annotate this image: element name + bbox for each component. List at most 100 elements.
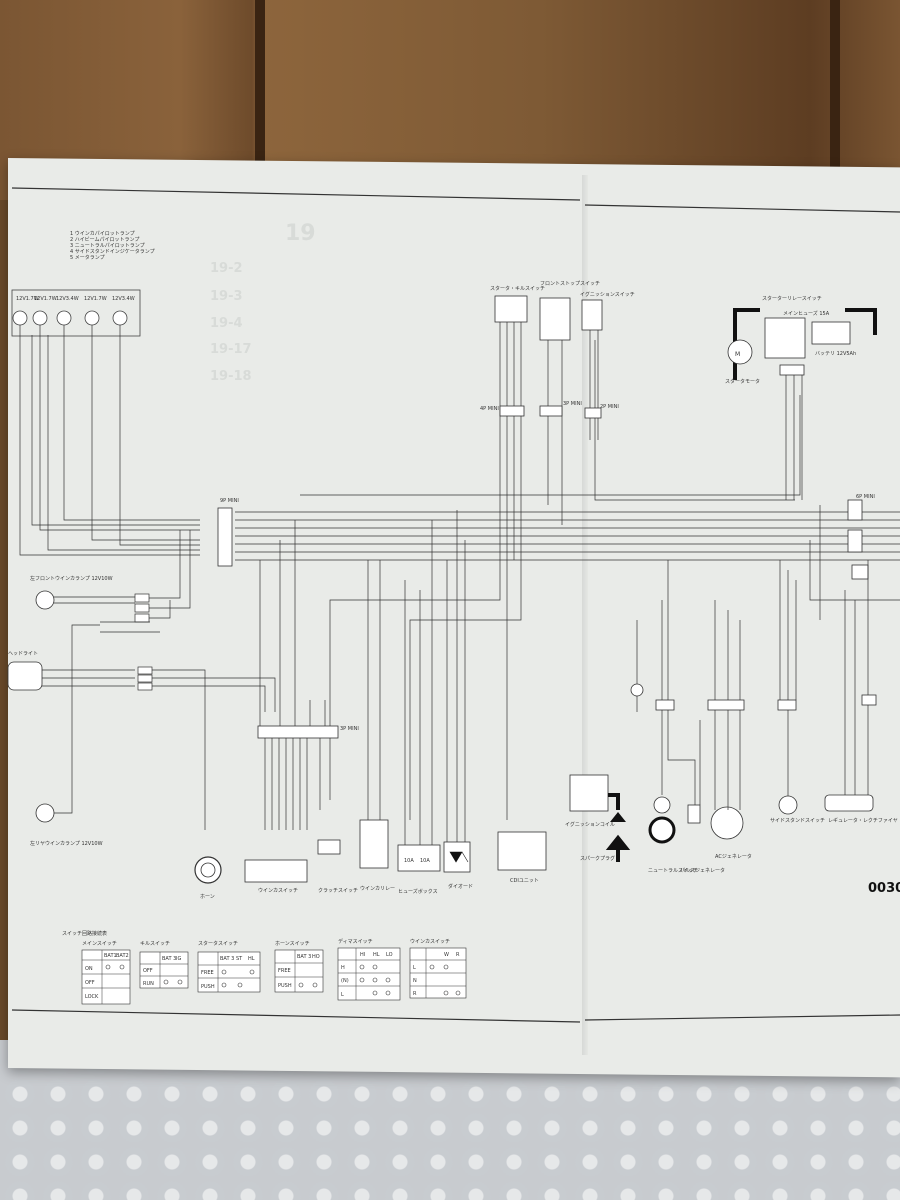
svg-text:キルスイッチ: キルスイッチ: [140, 941, 170, 947]
pulse-generator: パルスジェネレータ: [680, 804, 725, 874]
switch-table-winker: ウインカスイッチ W R L N R: [409, 938, 467, 999]
connector-label: 9P MINI: [220, 498, 239, 504]
svg-text:メインスイッチ: メインスイッチ: [82, 941, 117, 947]
svg-text:OFF: OFF: [143, 968, 153, 974]
component-label: サイドスタンドスイッチ: [770, 817, 825, 824]
connector-9p: 9P MINI: [217, 498, 239, 567]
top-switches: スタータ・キルスイッチ フロントストップスイッチ イグニッションスイッチ: [490, 281, 635, 341]
lamp-rating: 12V3.4W: [112, 296, 135, 302]
meter-lamp-cluster: 12V1.7W 12V1.7W 12V3.4W 12V1.7W 12V3.4W: [11, 289, 141, 337]
ghost-index: 19 19-2 19-3 19-4 19-17 19-18: [210, 221, 316, 384]
svg-text:スタータスイッチ: スタータスイッチ: [198, 940, 238, 947]
switch-label: スタータ・キルスイッチ: [490, 285, 545, 292]
svg-text:PUSH: PUSH: [201, 984, 215, 990]
lamp-rating: 12V1.7W: [84, 296, 107, 302]
component-label: ウインカスイッチ: [258, 887, 298, 894]
svg-text:RUN: RUN: [143, 981, 154, 987]
svg-text:FREE: FREE: [278, 968, 291, 974]
fuse-value: 10A: [420, 858, 430, 864]
svg-text:LOCK: LOCK: [85, 994, 99, 1000]
component-label: ダイオード: [448, 883, 473, 890]
rear-winker-lamp: 左リヤウインカランプ 12V10W: [30, 624, 103, 847]
plank-gap: [255, 0, 265, 200]
connector-label: 3P MINI: [340, 726, 359, 732]
page-fold: [582, 175, 588, 1055]
plank-gap: [830, 0, 840, 200]
component-label: メインヒューズ 15A: [783, 310, 830, 317]
component-label: クラッチスイッチ: [318, 888, 358, 894]
legend-line: 2 ハイビームパイロットランプ: [70, 236, 139, 243]
lamp-rating: 12V1.7W: [34, 296, 57, 302]
svg-text:W: W: [444, 952, 449, 958]
horn: ホーン: [194, 856, 222, 900]
table-connection-dots: [105, 964, 461, 996]
svg-text:ホーンスイッチ: ホーンスイッチ: [275, 941, 310, 947]
svg-text:BAT 3: BAT 3: [297, 954, 311, 960]
svg-text:OFF: OFF: [85, 980, 95, 986]
headlight: ヘッドライト: [7, 651, 276, 830]
svg-text:HI: HI: [360, 952, 365, 958]
component-label: バッテリ 12V5Ah: [815, 351, 856, 357]
lamp-wires: [19, 325, 200, 556]
ignition-coil: イグニッションコイル スパークプラグ: [565, 774, 631, 862]
svg-text:BAT1: BAT1: [104, 953, 117, 959]
ghost-index-text: 19-17: [210, 342, 252, 357]
regulator: レギュレータ・レクチファイヤ: [824, 560, 898, 824]
component-label: パルスジェネレータ: [680, 867, 725, 874]
lamp-legend: 1 ウインカパイロットランプ 2 ハイビームパイロットランプ 3 ニュートラルパ…: [70, 230, 155, 261]
main-harness: [235, 340, 900, 561]
component-label: ヒューズボックス: [398, 888, 438, 895]
svg-text:R: R: [456, 952, 460, 958]
component-label: ヘッドライト: [8, 651, 38, 657]
clutch-switch: クラッチスイッチ: [317, 839, 358, 894]
right-connectors: 6P MINI: [809, 494, 900, 620]
svg-text:BAT2: BAT2: [116, 953, 129, 959]
side-stand-switch: サイドスタンドスイッチ: [770, 560, 825, 824]
ghost-index-text: 19-2: [210, 261, 243, 276]
component-label: イグニッションコイル: [565, 821, 615, 828]
svg-text:(N): (N): [341, 978, 349, 984]
switch-table-main: メインスイッチ BAT1 BAT2 ON OFF LOCK: [81, 941, 131, 1005]
component-label: CDIユニット: [510, 878, 539, 884]
connector-label: 2P MINI: [600, 404, 619, 410]
svg-text:FREE: FREE: [201, 970, 214, 976]
winker-switch-connector: 3P MINI: [257, 520, 359, 830]
switch-label: イグニッションスイッチ: [580, 291, 635, 298]
switch-table-heading: スイッチ回路接続表: [62, 930, 107, 937]
component-label: ACジェネレータ: [715, 853, 752, 860]
fuse-box: 10A 10A ヒューズボックス: [397, 520, 441, 895]
component-label: スターターリレースイッチ: [762, 295, 822, 302]
legend-line: 4 サイドスタンドインジケータランプ: [70, 248, 155, 255]
svg-text:N: N: [413, 978, 417, 984]
svg-text:ST: ST: [236, 956, 243, 962]
component-label: 左フロントウインカランプ 12V10W: [30, 575, 113, 582]
svg-text:HL: HL: [248, 956, 255, 962]
component-label: ウインカリレー: [360, 885, 395, 892]
component-label: ニュートラルスイッチ: [648, 868, 698, 874]
svg-text:IG: IG: [176, 956, 181, 962]
switch-label: フロントストップスイッチ: [540, 281, 600, 287]
component-label: スパークプラグ: [580, 855, 615, 862]
ghost-index-text: 19-18: [210, 369, 252, 384]
winker-switch: ウインカスイッチ: [244, 859, 308, 894]
page-code: 0030: [868, 881, 900, 896]
svg-text:BAT 3: BAT 3: [220, 956, 234, 962]
motor-symbol: M: [735, 351, 740, 358]
ac-generator: ACジェネレータ: [655, 560, 752, 860]
lamp-rating: 12V1.7W: [16, 296, 39, 302]
svg-text:ON: ON: [85, 966, 93, 972]
legend-line: 1 ウインカパイロットランプ: [70, 230, 135, 237]
switch-table-starter: スタータスイッチ BAT 3 ST HL FREE PUSH: [197, 940, 261, 993]
svg-text:LO: LO: [386, 952, 393, 958]
svg-text:BAT 3: BAT 3: [162, 956, 176, 962]
svg-text:PUSH: PUSH: [278, 983, 292, 989]
switch-table-dimmer: ディマスイッチ HI HL LO H (N) L: [337, 938, 401, 1001]
neutral-switch: ニュートラルスイッチ: [630, 620, 698, 874]
fuse-value: 10A: [404, 858, 414, 864]
ghost-index-text: 19: [285, 221, 316, 246]
starter-relay-area: M スターターリレースイッチ メインヒューズ 15A バッテリ 12V5Ah ス…: [725, 295, 877, 385]
connector-label: 3P MINI: [563, 401, 582, 407]
connector-label: 4P MINI: [480, 406, 499, 412]
legend-line: 5 メータランプ: [70, 254, 105, 261]
